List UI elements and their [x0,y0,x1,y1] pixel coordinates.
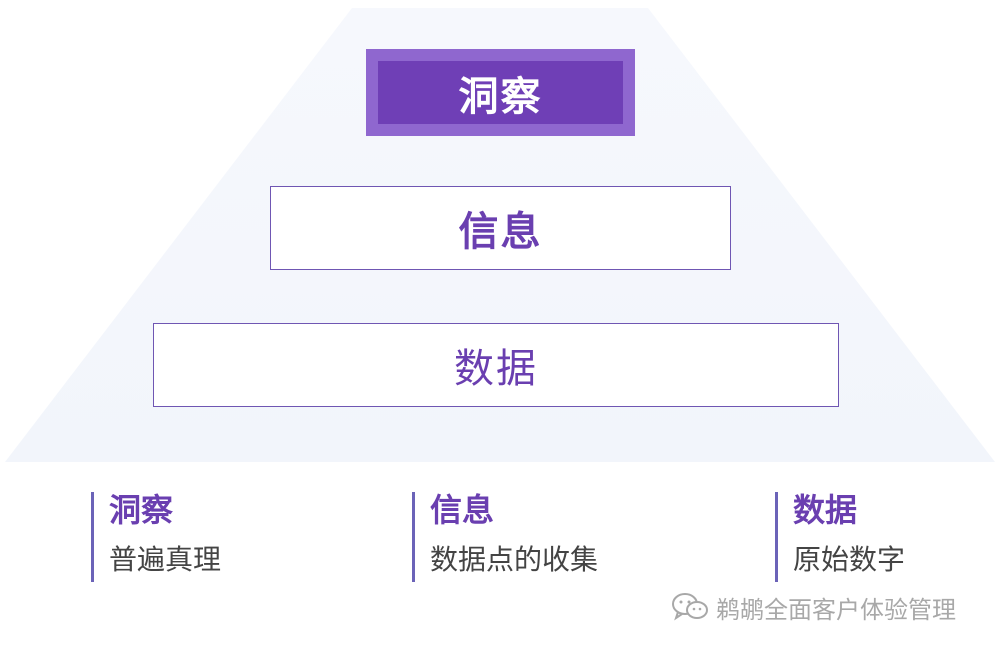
legend-item-insight: 洞察 普遍真理 [91,491,222,582]
legend-description: 原始数字 [793,543,906,576]
legend-title: 洞察 [109,491,174,529]
legend-description: 普遍真理 [109,543,222,576]
watermark-text: 鹈鹕全面客户体验管理 [716,595,956,624]
legend-item-information: 信息 数据点的收集 [412,491,599,582]
legend-description: 数据点的收集 [430,543,599,576]
pyramid-tier-information: 信息 [270,186,731,270]
wechat-icon [672,593,708,621]
pyramid-tier-insight: 洞察 [366,49,635,136]
watermark: 鹈鹕全面客户体验管理 [670,588,956,626]
pyramid-tier-insight-label: 洞察 [378,61,623,124]
legend-item-data: 数据 原始数字 [775,491,906,582]
pyramid-tier-data: 数据 [153,323,839,407]
legend-title: 信息 [430,491,495,529]
legend-title: 数据 [793,491,858,529]
